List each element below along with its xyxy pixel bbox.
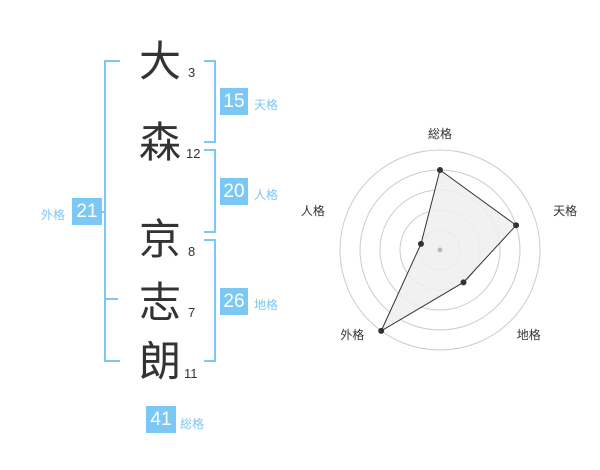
radar-point-4 (378, 327, 385, 334)
stroke-count-2: 12 (186, 146, 201, 161)
jinkaku-label: 人格 (254, 188, 279, 202)
radar-point-3 (460, 279, 467, 286)
name-char-3: 京 (138, 215, 181, 264)
radar-axis-label-1: 総格 (428, 126, 452, 141)
name-char-5: 朗 (138, 337, 181, 386)
tenkaku-value: 15 (220, 88, 248, 115)
gaikaku-bracket-tick (102, 211, 106, 213)
radar-center (437, 247, 443, 253)
radar-polygon (380, 169, 517, 333)
radar-ring (339, 149, 541, 351)
radar-axis-label-3: 地格 (517, 327, 541, 342)
jinkaku-value: 20 (220, 178, 248, 205)
radar-axis-label-4: 外格 (340, 327, 364, 342)
stroke-count-5: 11 (184, 366, 198, 381)
jinkaku-bracket (204, 149, 216, 233)
chikaku-label: 地格 (254, 298, 279, 312)
stroke-count-3: 8 (188, 244, 196, 259)
gaikaku-value: 21 (72, 198, 102, 225)
name-char-4: 志 (138, 278, 181, 327)
radar-point-2 (513, 222, 520, 229)
gaikaku-bracket-mid (104, 298, 118, 300)
stroke-count-1: 3 (188, 65, 196, 80)
tenkaku-label: 天格 (254, 98, 279, 112)
radar-point-5 (417, 240, 424, 247)
soukaku-label: 総格 (180, 417, 205, 431)
soukaku-value: 41 (146, 406, 176, 433)
name-char-1: 大 (138, 37, 181, 86)
name-char-2: 森 (138, 118, 181, 167)
radar-axis-label-5: 人格 (301, 203, 325, 218)
radar-axis-label-2: 天格 (553, 203, 577, 218)
tenkaku-bracket (204, 60, 216, 143)
chikaku-bracket (204, 239, 216, 362)
stroke-count-4: 7 (188, 305, 196, 320)
gaikaku-label: 外格 (41, 208, 66, 222)
radar-point-1 (437, 167, 443, 173)
chikaku-value: 26 (220, 288, 248, 315)
